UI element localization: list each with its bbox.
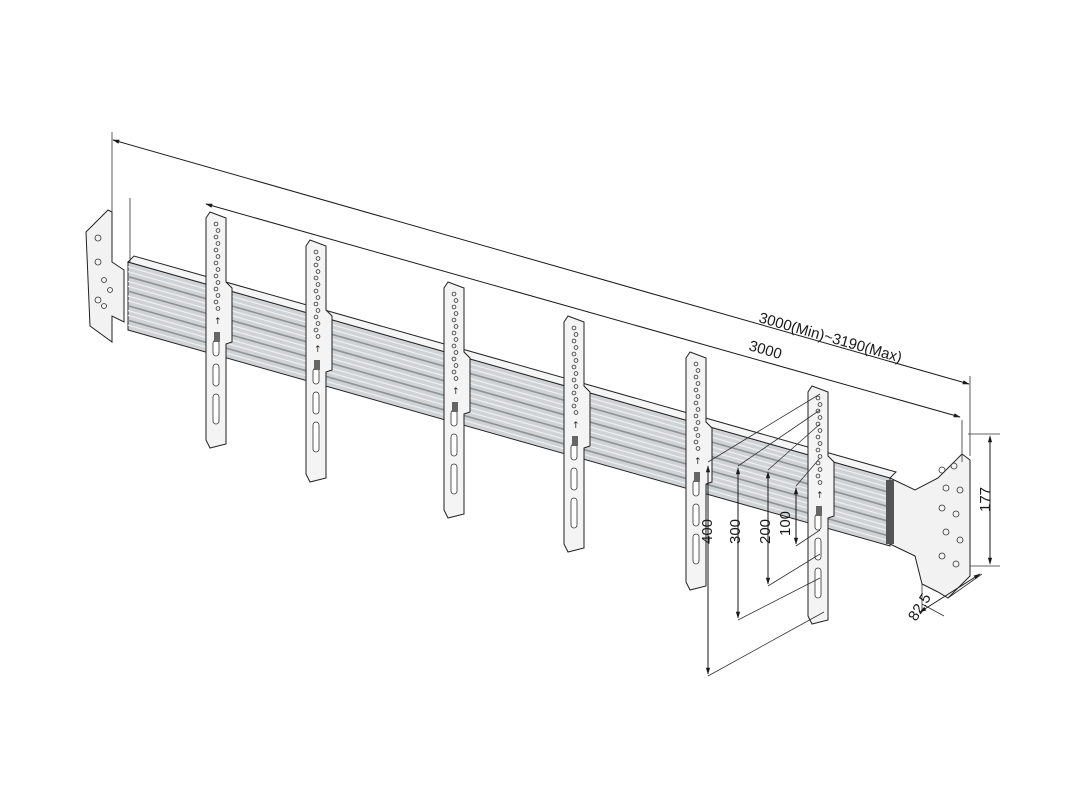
arm-slot [814, 567, 822, 599]
rail-stripe [127, 300, 891, 518]
arm-hole [817, 467, 823, 472]
dimension-200-label: 200 [757, 519, 774, 544]
dimension-vesa: 400 300 200 100 [699, 393, 825, 677]
dimension-100-label: 100 [777, 511, 794, 536]
wall-bracket-right-icon [886, 453, 971, 599]
arm-slot [212, 363, 220, 387]
arm-up-arrow-icon: ↑ [694, 457, 702, 467]
arm-up-arrow-icon: ↑ [314, 345, 322, 355]
wall-bracket-left-icon [85, 209, 125, 343]
arm-hole [695, 433, 701, 438]
vertical-arm-icon: ↑ [305, 239, 333, 483]
vertical-arm-icon: ↑ [563, 315, 591, 553]
arm-hole [817, 480, 823, 485]
arm-hole [815, 447, 821, 453]
arm-slot [450, 409, 458, 427]
vertical-arm-icon: ↑ [807, 385, 835, 625]
rail-stripe [127, 275, 891, 494]
vertical-arm-icon: ↑ [205, 211, 233, 449]
dimension-82-5-label: 82.5 [905, 590, 935, 624]
arm-slot [312, 421, 320, 453]
arm-lock-icon [214, 332, 220, 342]
arm-hole [693, 426, 699, 432]
arm-lock-icon [694, 472, 700, 482]
arm-slot [212, 339, 220, 357]
dimension-bracket-height: 177 [968, 433, 1000, 567]
arm-slot [312, 391, 320, 415]
arm-hole [817, 441, 823, 446]
dimension-177-label: 177 [977, 487, 994, 512]
arm-slot [212, 393, 220, 425]
arm-slot [450, 433, 458, 457]
dimension-400-label: 400 [699, 519, 716, 544]
rail-stripe [127, 266, 891, 484]
dimension-rail-label: 3000 [747, 337, 784, 362]
arm-slot [570, 497, 578, 529]
arm-hole [815, 434, 821, 440]
arm-slot [692, 479, 700, 497]
arm-slot [570, 467, 578, 491]
rail-stripe [127, 309, 891, 528]
arm-hole [817, 428, 823, 433]
vertical-arm-icon: ↑ [443, 281, 471, 519]
arm-slot [312, 367, 320, 385]
arm-slot [814, 513, 822, 531]
arm-hole [695, 420, 701, 425]
arm-lock-icon [572, 436, 578, 446]
arm-up-arrow-icon: ↑ [572, 421, 580, 431]
arm-hole [695, 446, 701, 451]
arm-slot [692, 533, 700, 565]
arm-slot [450, 463, 458, 495]
arm-slot [692, 503, 700, 527]
arm-slot [570, 443, 578, 461]
arm-up-arrow-icon: ↑ [816, 491, 824, 501]
arm-lock-icon [314, 360, 320, 370]
rail-stripe [127, 271, 891, 489]
arm-up-arrow-icon: ↑ [214, 317, 222, 327]
mounting-rail-icon [127, 255, 897, 547]
rail-top-face [127, 255, 897, 479]
rail-stripe [127, 304, 891, 523]
arm-lock-icon [452, 402, 458, 412]
arm-hole [815, 473, 821, 479]
arm-hole [693, 439, 699, 445]
dimension-300-label: 300 [727, 519, 744, 544]
arm-up-arrow-icon: ↑ [452, 387, 460, 397]
arm-lock-icon [816, 506, 822, 516]
